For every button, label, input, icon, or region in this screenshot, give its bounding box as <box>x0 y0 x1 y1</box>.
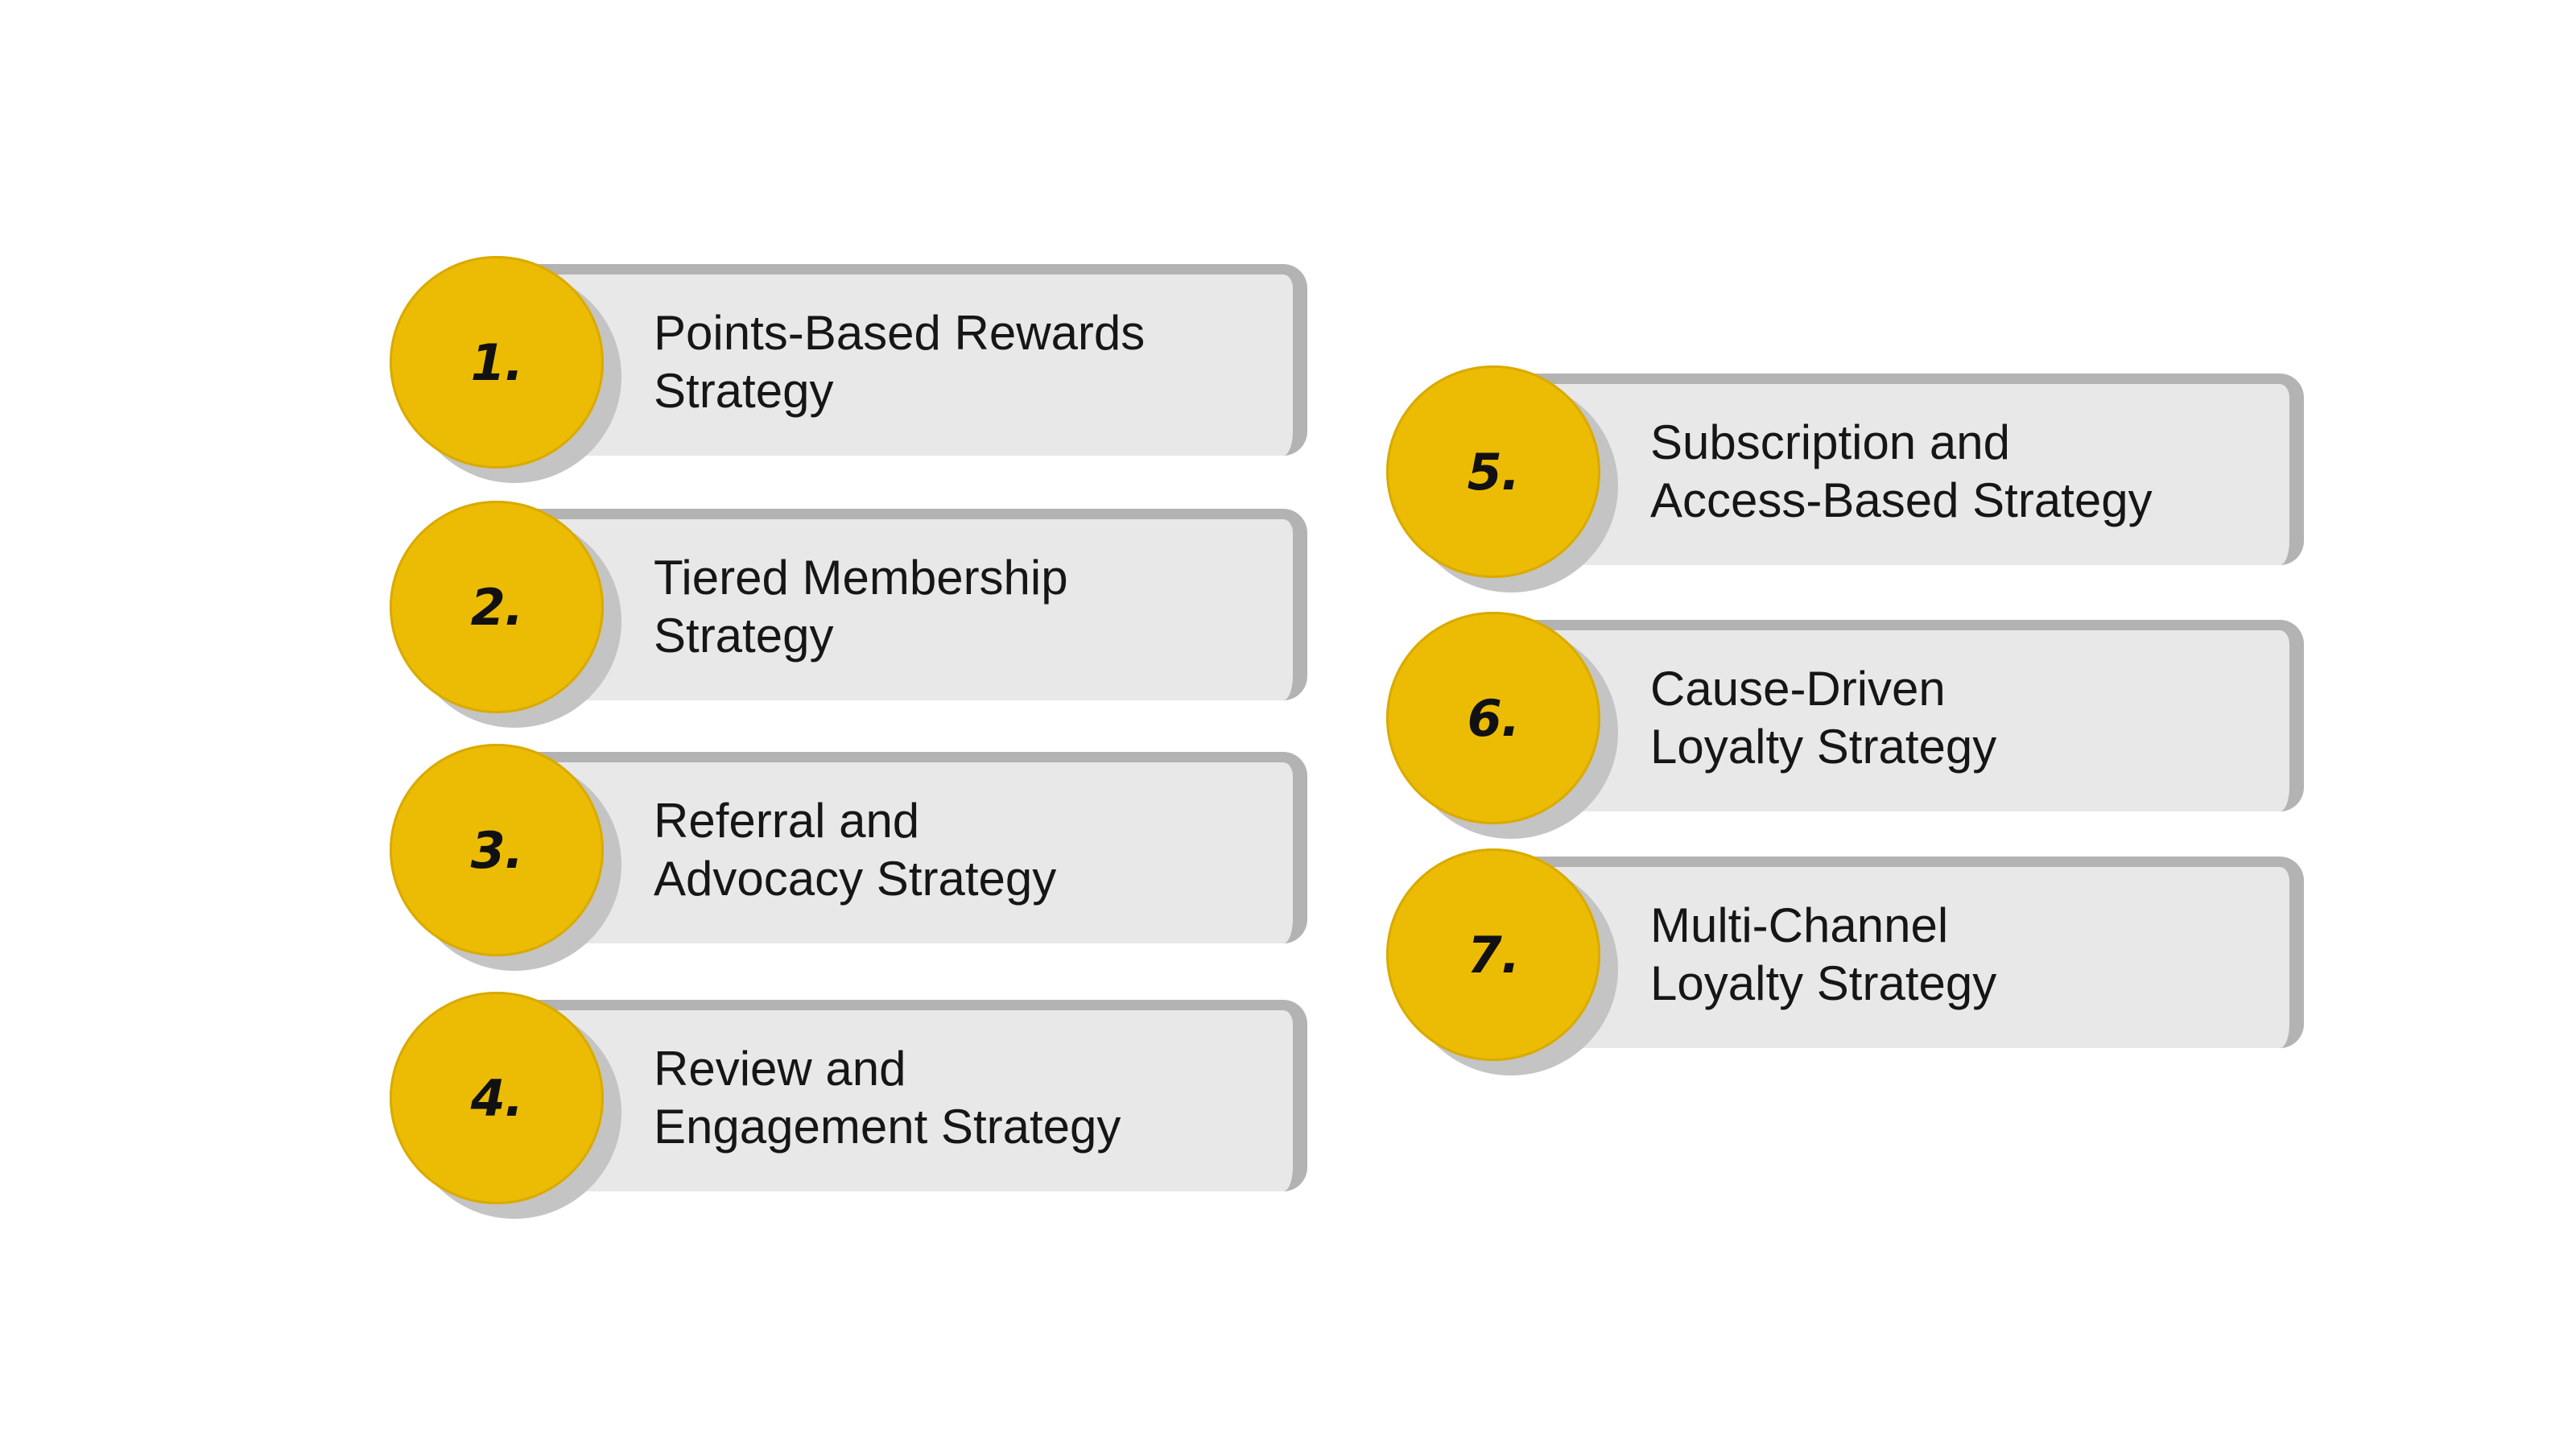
strategy-label: Cause-Driven Loyalty Strategy <box>1650 612 2294 824</box>
strategy-number: 1. <box>470 332 524 392</box>
strategy-item-4: 4. Review and Engagement Strategy <box>390 992 1315 1219</box>
strategy-item-1: 1. Points-Based Rewards Strategy <box>390 256 1315 483</box>
strategy-item-3: 3. Referral and Advocacy Strategy <box>390 744 1315 971</box>
strategy-label-line2: Access-Based Strategy <box>1650 473 2153 527</box>
strategy-label-line2: Advocacy Strategy <box>654 852 1057 906</box>
strategy-label: Subscription and Access-Based Strategy <box>1650 365 2294 578</box>
strategy-label-line1: Cause-Driven <box>1650 662 1946 716</box>
strategy-bar <box>502 752 1307 943</box>
strategy-number: 7. <box>1467 925 1521 985</box>
strategy-label: Points-Based Rewards Strategy <box>654 256 1298 469</box>
strategy-label: Referral and Advocacy Strategy <box>654 744 1298 956</box>
number-circle: 3. <box>390 744 604 956</box>
strategy-bar <box>502 1000 1307 1191</box>
strategy-label-line2: Engagement Strategy <box>654 1100 1121 1154</box>
strategy-number: 6. <box>1467 688 1521 748</box>
strategy-item-5: 5. Subscription and Access-Based Strateg… <box>1386 365 2312 592</box>
strategy-number: 4. <box>470 1068 524 1128</box>
strategy-label-line1: Multi-Channel <box>1650 898 1949 952</box>
strategy-item-2: 2. Tiered Membership Strategy <box>390 501 1315 728</box>
strategy-bar <box>1499 374 2304 565</box>
strategy-label-line2: Loyalty Strategy <box>1650 956 1997 1010</box>
strategy-label-line1: Subscription and <box>1650 415 2010 469</box>
number-circle: 4. <box>390 992 604 1204</box>
strategy-label-line1: Points-Based Rewards <box>654 306 1146 360</box>
number-circle: 5. <box>1386 365 1600 578</box>
number-circle: 1. <box>390 256 604 469</box>
strategy-label-line2: Strategy <box>654 609 834 663</box>
strategy-label-line1: Referral and <box>654 794 920 848</box>
strategy-label-line2: Strategy <box>654 364 834 418</box>
strategy-label-line1: Review and <box>654 1042 906 1096</box>
strategy-label-line1: Tiered Membership <box>654 551 1068 605</box>
number-circle: 7. <box>1386 848 1600 1061</box>
strategy-number: 3. <box>470 820 524 880</box>
number-circle: 2. <box>390 501 604 713</box>
strategy-label: Review and Engagement Strategy <box>654 992 1298 1204</box>
strategy-label: Multi-Channel Loyalty Strategy <box>1650 848 2294 1061</box>
strategy-number: 2. <box>470 577 524 637</box>
strategy-label: Tiered Membership Strategy <box>654 501 1298 713</box>
strategy-number: 5. <box>1467 442 1521 502</box>
strategy-bar <box>1499 857 2304 1048</box>
strategy-bar <box>1499 620 2304 811</box>
strategy-item-7: 7. Multi-Channel Loyalty Strategy <box>1386 848 2312 1075</box>
strategy-label-line2: Loyalty Strategy <box>1650 720 1997 774</box>
strategy-item-6: 6. Cause-Driven Loyalty Strategy <box>1386 612 2312 839</box>
strategy-bar <box>502 509 1307 700</box>
number-circle: 6. <box>1386 612 1600 824</box>
strategy-bar <box>502 264 1307 456</box>
